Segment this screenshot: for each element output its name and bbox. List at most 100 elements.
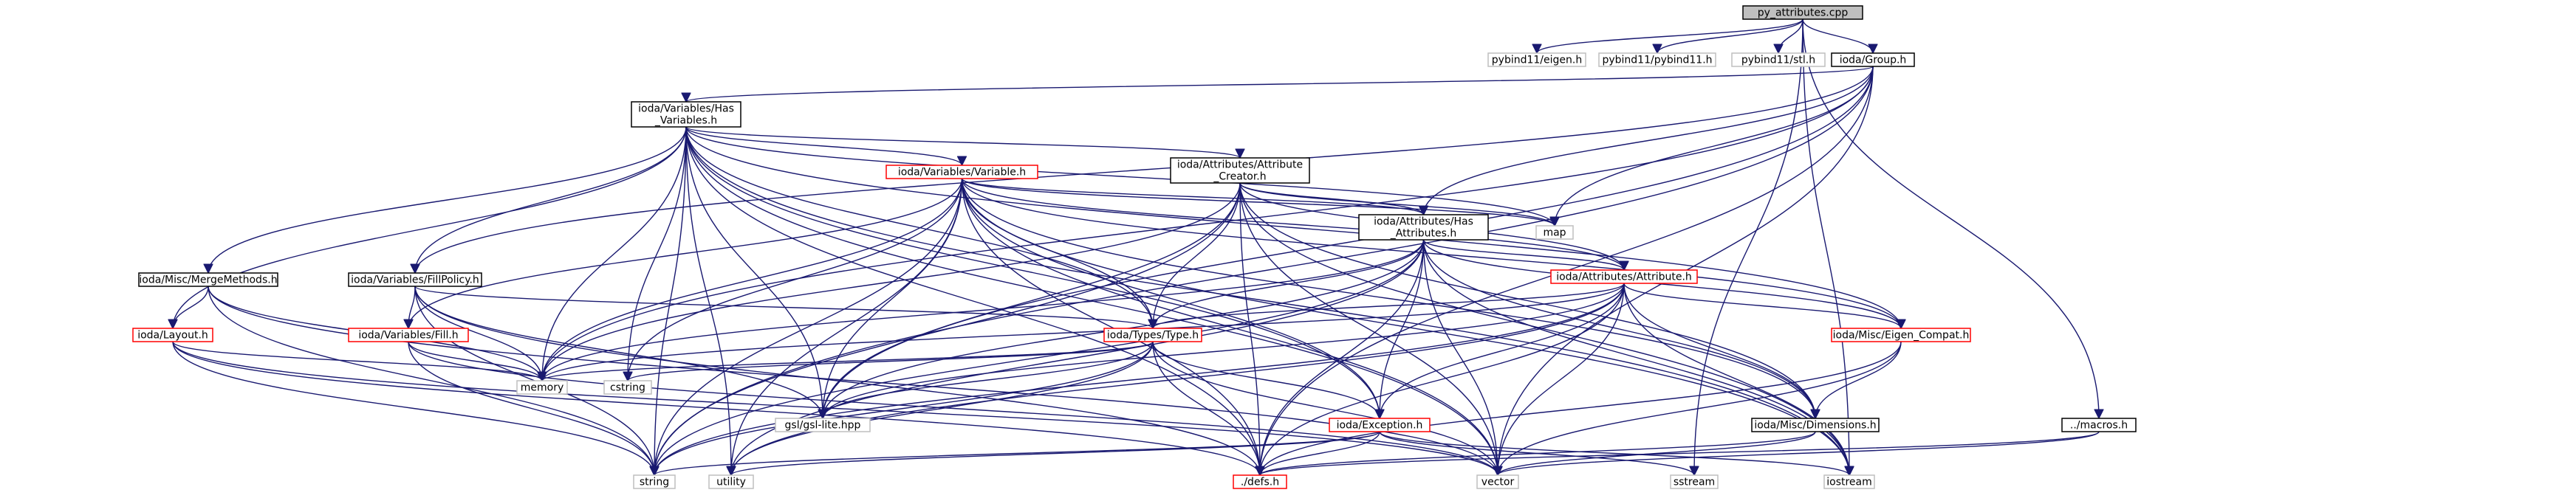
- node-group[interactable]: ioda/Group.h: [1831, 52, 1915, 67]
- edge-variable-to-vector: [961, 178, 1498, 475]
- edge-hasattrs-to-exception: [1380, 239, 1425, 418]
- node-box: [132, 328, 213, 342]
- edge-attrcreator-to-dimensions: [1239, 182, 1815, 418]
- node-vector: vector: [1476, 474, 1519, 489]
- edge-variable-to-dimensions: [961, 178, 1816, 418]
- node-exception[interactable]: ioda/Exception.h: [1329, 418, 1431, 432]
- node-defs[interactable]: ./defs.h: [1233, 474, 1287, 489]
- node-map: map: [1535, 225, 1574, 240]
- node-label: ioda/Variables/Has: [638, 103, 734, 115]
- edge-eigencompat-to-dimensions: [1815, 341, 1902, 418]
- edge-attrcreator-to-vector: [1239, 182, 1498, 475]
- edge-variable-to-eigencompat: [961, 178, 1902, 328]
- edge-variable-to-memory: [542, 178, 963, 381]
- node-box: [1329, 418, 1431, 432]
- edge-exception-to-string: [654, 431, 1380, 476]
- node-box: [348, 272, 482, 287]
- node-label: ioda/Layout.h: [137, 330, 208, 342]
- edge-mergemethods-to-string: [208, 286, 654, 475]
- edge-attribute-to-type: [1153, 283, 1625, 329]
- node-attribute[interactable]: ioda/Attributes/Attribute.h: [1550, 269, 1698, 284]
- edge-hasattrs-to-vector: [1422, 239, 1498, 475]
- node-box: [1233, 474, 1287, 489]
- edge-variable-to-exception: [961, 178, 1380, 418]
- edge-attribute-to-vector: [1498, 283, 1625, 475]
- node-macros[interactable]: ../macros.h: [2061, 418, 2137, 432]
- edge-type-to-cstring: [628, 341, 1154, 381]
- edge-mergemethods-to-vector: [208, 286, 1498, 475]
- node-hasvars[interactable]: ioda/Variables/Has_Variables.h: [631, 101, 741, 128]
- node-pybind11: pybind11/pybind11.h: [1598, 52, 1716, 67]
- node-mergemethods[interactable]: ioda/Misc/MergeMethods.h: [138, 272, 278, 287]
- edge-hasvars-to-string: [654, 126, 687, 475]
- edge-attribute-to-defs: [1260, 283, 1625, 475]
- edge-exception-to-iostream: [1379, 431, 1849, 476]
- edge-root-to-iostream: [1802, 18, 1849, 475]
- node-box: [1823, 474, 1875, 489]
- edge-hasvars-to-fillpolicy: [415, 126, 687, 273]
- node-iostream: iostream: [1823, 474, 1875, 489]
- edge-hasvars-to-iostream: [685, 126, 1849, 475]
- node-label: ioda/Variables/Fill.h: [358, 330, 458, 342]
- edge-hasvars-to-map: [685, 126, 1555, 227]
- node-box: [1103, 328, 1202, 342]
- node-eigencompat[interactable]: ioda/Misc/Eigen_Compat.h: [1831, 328, 1971, 342]
- edge-hasattrs-to-type: [1153, 239, 1425, 328]
- edge-attrcreator-to-gsl: [823, 182, 1241, 418]
- edge-layout-to-defs: [172, 341, 1260, 475]
- node-layout[interactable]: ioda/Layout.h: [132, 328, 213, 342]
- node-box: [631, 101, 741, 128]
- node-box: [516, 380, 568, 395]
- edge-fillpolicy-to-type: [414, 286, 1153, 329]
- edge-attrcreator-to-string: [654, 182, 1241, 475]
- node-label: ../macros.h: [2070, 420, 2128, 432]
- node-box: [1831, 52, 1915, 67]
- node-label: ioda/Group.h: [1840, 55, 1907, 66]
- node-label: ioda/Misc/MergeMethods.h: [139, 274, 277, 286]
- edge-attribute-to-iostream: [1623, 283, 1849, 475]
- edge-hasattrs-to-defs: [1260, 239, 1425, 475]
- node-box: [775, 418, 871, 432]
- node-label: ioda/Misc/Dimensions.h: [1754, 420, 1876, 432]
- node-box: [603, 380, 652, 395]
- node-dimensions[interactable]: ioda/Misc/Dimensions.h: [1751, 418, 1880, 432]
- edge-hasattrs-to-eigencompat: [1422, 239, 1902, 329]
- edge-layout-to-memory: [172, 341, 542, 381]
- edge-group-to-hasattrs: [1424, 66, 1874, 215]
- node-root[interactable]: py_attributes.cpp: [1742, 5, 1863, 20]
- edge-layout-to-string: [172, 341, 654, 475]
- node-label: sstream: [1674, 477, 1715, 488]
- edge-type-to-utility: [731, 341, 1154, 475]
- edge-hasvars-to-memory: [542, 126, 687, 381]
- node-type[interactable]: ioda/Types/Type.h: [1103, 328, 1202, 342]
- node-box: [1476, 474, 1519, 489]
- node-label: memory: [521, 382, 564, 394]
- node-label: pybind11/pybind11.h: [1602, 55, 1712, 66]
- node-label: pybind11/stl.h: [1741, 55, 1815, 66]
- node-label: vector: [1481, 477, 1515, 488]
- node-string: string: [633, 474, 676, 489]
- node-attrcreator[interactable]: ioda/Attributes/Attribute_Creator.h: [1170, 157, 1310, 184]
- node-fill[interactable]: ioda/Variables/Fill.h: [348, 328, 469, 342]
- edge-variable-to-attribute: [961, 178, 1625, 271]
- node-variable[interactable]: ioda/Variables/Variable.h: [886, 165, 1038, 179]
- edge-type-to-memory: [542, 341, 1154, 381]
- node-label: ./defs.h: [1241, 477, 1279, 488]
- node-fillpolicy[interactable]: ioda/Variables/FillPolicy.h: [348, 272, 482, 287]
- edge-root-to-stl: [1778, 18, 1803, 54]
- edge-variable-to-iostream: [961, 178, 1850, 475]
- edge-hasvars-to-layout: [173, 126, 687, 328]
- node-hasattrs[interactable]: ioda/Attributes/Has_Attributes.h: [1358, 214, 1489, 241]
- edge-group-to-fillpolicy: [415, 66, 1874, 273]
- edge-hasvars-to-mergemethods: [208, 126, 687, 273]
- edge-exception-to-utility: [731, 431, 1380, 476]
- edge-fillpolicy-to-memory: [414, 286, 542, 381]
- node-label: ioda/Variables/Variable.h: [898, 167, 1026, 179]
- edge-attrcreator-to-type: [1153, 182, 1241, 328]
- edge-hasvars-to-gsl: [685, 126, 823, 418]
- node-label: iostream: [1826, 477, 1872, 488]
- edge-hasvars-to-utility: [685, 126, 731, 475]
- node-utility: utility: [708, 474, 754, 489]
- edge-root-to-pybind11: [1657, 18, 1803, 54]
- node-box: [1742, 5, 1863, 20]
